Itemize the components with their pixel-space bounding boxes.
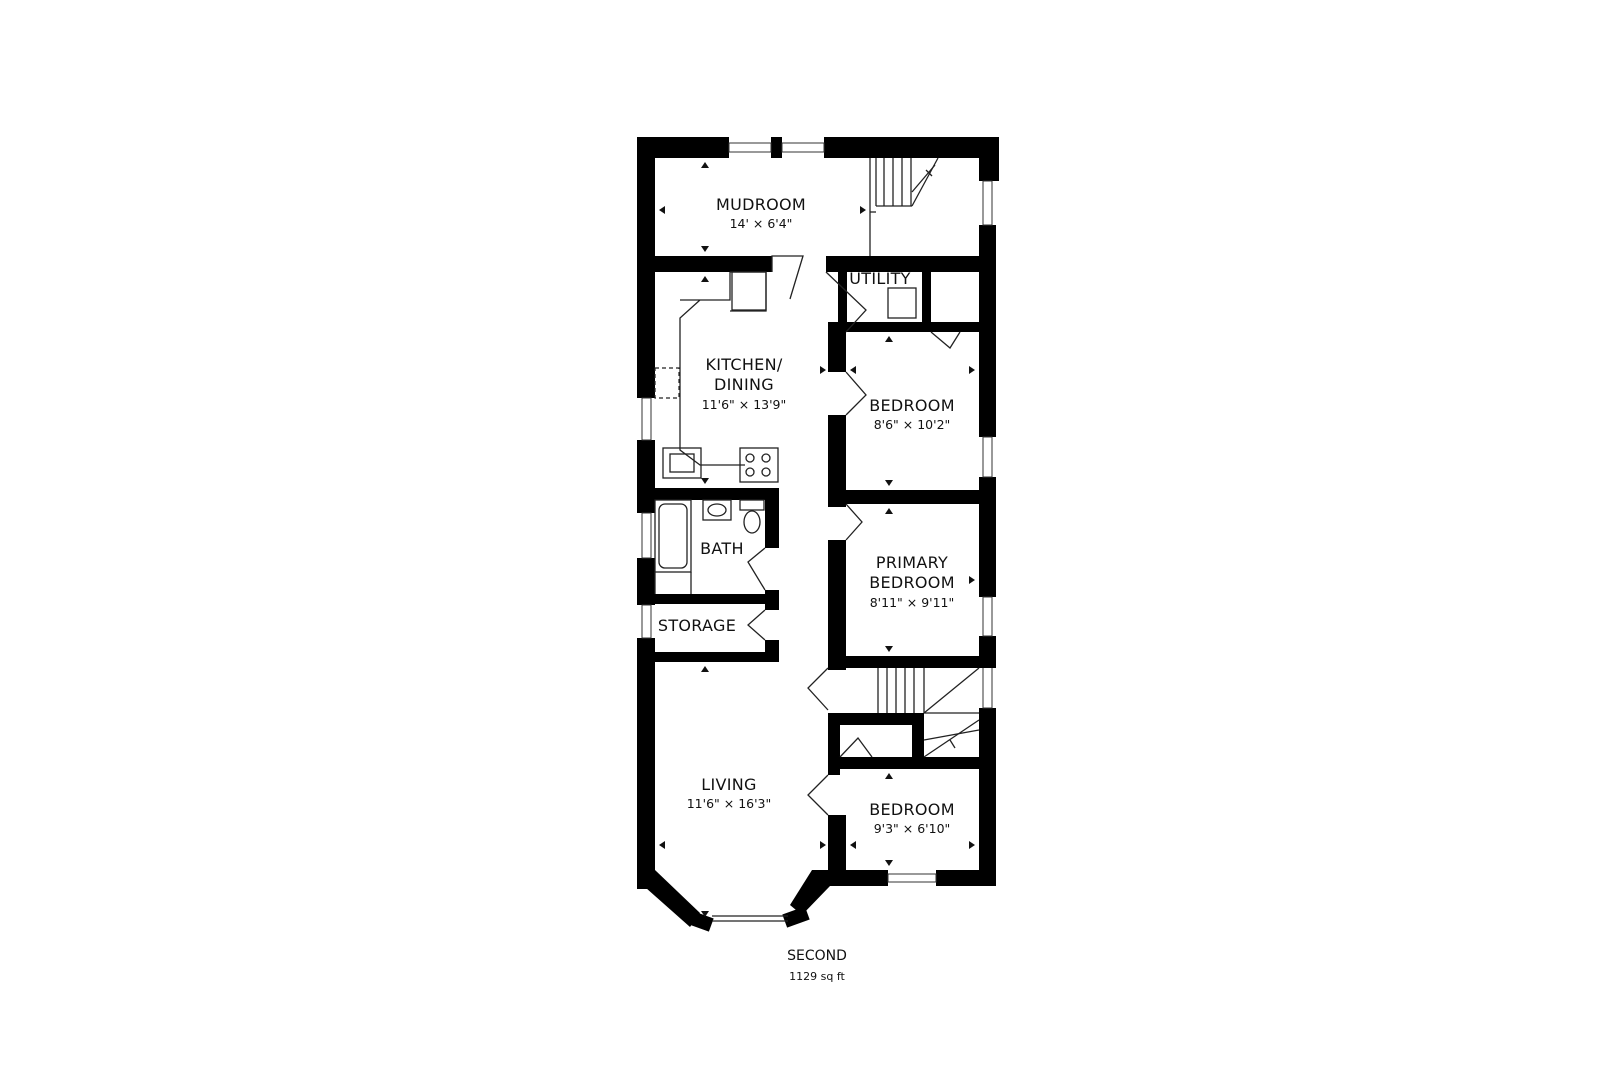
floor-name: SECOND (787, 948, 847, 964)
kitchen-counter (679, 271, 767, 466)
bedroom2-label: BEDROOM (869, 800, 955, 819)
door-stair (807, 667, 829, 711)
door-storage (747, 609, 766, 641)
stairs-top (869, 157, 939, 256)
door-bedroom-closet (930, 331, 961, 349)
storage-label: STORAGE (658, 616, 736, 635)
living-dims: 11'6" × 16'3" (687, 796, 772, 811)
living-label: LIVING (701, 775, 756, 794)
mudroom-dims: 14' × 6'4" (730, 216, 793, 231)
doors (747, 255, 961, 816)
window-bottom-bedroom (887, 873, 937, 883)
window-top-mid (781, 142, 825, 153)
bath-label: BATH (700, 539, 744, 558)
window-right-bedroom (982, 436, 993, 478)
window-right-top (982, 180, 993, 226)
bath-fixtures (654, 499, 765, 594)
door-bedroom2-closet (839, 736, 873, 758)
bathtub (654, 499, 692, 573)
door-utility (825, 271, 867, 333)
stove (739, 447, 779, 483)
door-primary (845, 503, 863, 541)
utility-label: UTILITY (849, 269, 910, 288)
primary-label-line2: BEDROOM (869, 573, 955, 592)
hatch-outline (654, 367, 680, 399)
window-right-primary (982, 596, 993, 637)
bedroom1-label: BEDROOM (869, 396, 955, 415)
window-left-storage (641, 604, 652, 639)
primary-label-line1: PRIMARY (876, 553, 948, 572)
kitchen-label-line1: KITCHEN/ (705, 355, 782, 374)
door-bedroom1 (845, 371, 867, 416)
door-kitchen-mudroom (771, 255, 804, 300)
bath-sink (702, 499, 732, 521)
windows (641, 142, 993, 922)
refrigerator (731, 271, 767, 311)
interior-walls (637, 256, 996, 885)
kitchen-label-line2: DINING (714, 375, 774, 394)
window-right-stair (982, 665, 993, 709)
window-left-bath (641, 512, 652, 559)
kitchen-sink (662, 447, 702, 479)
bedroom1-dims: 8'6" × 10'2" (874, 417, 951, 432)
mudroom-label: MUDROOM (716, 195, 806, 214)
stairs-bottom (877, 667, 980, 758)
window-left-kitchen (641, 397, 652, 441)
bedroom2-dims: 9'3" × 6'10" (874, 821, 951, 836)
door-bath (747, 547, 766, 591)
primary-dims: 8'11" × 9'11" (870, 595, 955, 610)
kitchen-dims: 11'6" × 13'9" (702, 397, 787, 412)
door-bedroom2 (807, 774, 829, 816)
kitchen-fixtures (654, 271, 917, 483)
toilet (739, 499, 765, 511)
water-heater (887, 287, 917, 319)
floor-area: 1129 sq ft (789, 970, 845, 983)
dimension-markers (659, 162, 975, 917)
room-labels: MUDROOM 14' × 6'4" UTILITY KITCHEN/ DINI… (658, 195, 955, 836)
window-top-left (728, 142, 772, 153)
